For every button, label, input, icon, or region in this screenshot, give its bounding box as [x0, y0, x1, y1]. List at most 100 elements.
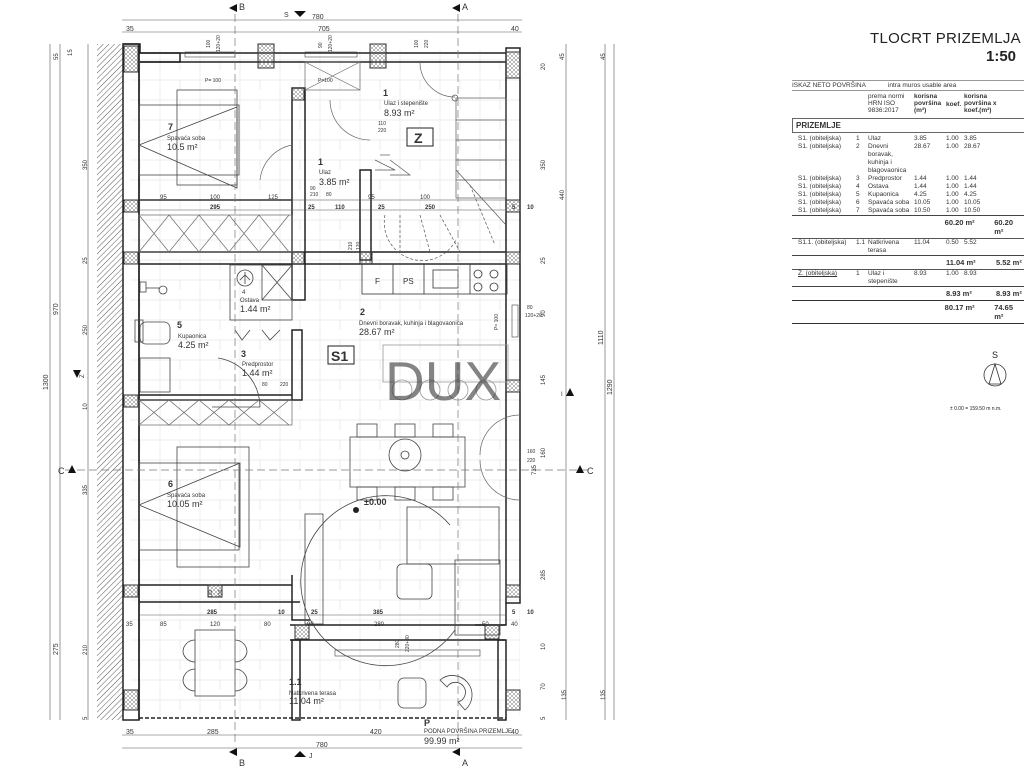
svg-text:40: 40: [511, 622, 518, 628]
svg-text:Kupaonica: Kupaonica: [178, 334, 207, 340]
north-label: S: [991, 350, 998, 360]
col-area-coef-line1: korisna: [964, 93, 988, 100]
dim-left-15: 15: [68, 49, 74, 56]
dims-internal-row2: 285 10 25 385 5 10: [207, 610, 534, 616]
dim-right-145: 145: [541, 374, 547, 385]
cell-result: 10.05: [964, 199, 981, 206]
svg-text:8.93 m²: 8.93 m²: [384, 108, 415, 118]
svg-text:100: 100: [206, 39, 212, 48]
section-lines: [65, 14, 590, 745]
watermark: DUX: [385, 350, 501, 412]
svg-text:10.5 m²: 10.5 m²: [167, 142, 198, 152]
svg-text:10: 10: [527, 205, 534, 211]
svg-text:S1: S1: [331, 348, 348, 364]
svg-text:PODNA POVRŠINA PRIZEMLJE: PODNA POVRŠINA PRIZEMLJE: [424, 728, 512, 735]
cell-no: 4: [856, 183, 860, 190]
svg-text:210: 210: [310, 192, 319, 198]
svg-text:±0.00: ±0.00: [364, 497, 386, 507]
dim-right-160: 160: [541, 447, 547, 458]
cell-result: 4.25: [964, 191, 977, 198]
floor-plan-drawing: B A B A C C S J Z I Z S1 F PS 7 Spavaća …: [43, 2, 615, 768]
cell-coef: 1.00: [946, 183, 959, 190]
wardrobe-units: [138, 61, 361, 426]
svg-text:80: 80: [326, 192, 332, 198]
cell-area: 8.93: [914, 270, 927, 277]
svg-text:210: 210: [348, 241, 354, 250]
dim-top-total: 780: [312, 14, 324, 21]
svg-text:85: 85: [160, 622, 167, 628]
cell-area: 10.05: [914, 199, 931, 206]
dim-left-350: 350: [83, 159, 89, 170]
cell-coef: 1.00: [946, 143, 959, 150]
svg-text:Z: Z: [414, 130, 423, 146]
cell-no: 1: [856, 135, 860, 142]
dim-left-lower: 275: [53, 643, 60, 655]
cell-coef: 1.00: [946, 207, 959, 214]
cell-unit: S1. (obiteljska): [798, 199, 841, 206]
dim-right-440: 440: [560, 189, 566, 200]
dim-top-left: 35: [126, 26, 134, 33]
dim-top-right: 40: [511, 26, 519, 33]
svg-text:6: 6: [168, 479, 173, 489]
area-table-heading: ISKAZ NETO POVRŠINA intra muros usable a…: [792, 80, 1024, 91]
ostava-fixtures: [229, 264, 293, 341]
dim-left-25: 25: [83, 257, 89, 264]
neighbour-wall-hatch: [97, 44, 123, 720]
svg-text:Predprostor: Predprostor: [242, 362, 273, 368]
north-arrow: S: [965, 350, 1024, 390]
dim-right-5: 5: [541, 716, 547, 720]
bathroom-fixtures: [134, 281, 261, 408]
dim-left-total: 1300: [43, 374, 50, 390]
north-arrow-icon: [983, 362, 1007, 387]
window-dims: 100 120+20 90 120+20 100 220: [206, 35, 430, 52]
dims-internal-row1: 95 100 125 95 100: [160, 195, 431, 201]
svg-text:220: 220: [527, 458, 536, 464]
svg-text:120: 120: [208, 589, 214, 598]
svg-text:280: 280: [395, 639, 401, 648]
cell-unit: S1.1. (obiteljska): [798, 239, 847, 246]
svg-text:7: 7: [168, 122, 173, 132]
cell-area: 28.67: [914, 143, 931, 150]
columns: [123, 43, 521, 711]
cell-name: Spavaća soba: [868, 207, 910, 214]
cell-name: Ulaz: [868, 135, 882, 142]
bed-room-7: [137, 89, 240, 189]
section-label-b-bottom: B: [239, 758, 245, 768]
cell-name: Dnevni boravak, kuhinja i blagovaonica: [868, 143, 907, 174]
dimension-lines: [49, 19, 615, 749]
svg-text:25: 25: [308, 205, 315, 211]
drawing-title: TLOCRT PRIZEMLJA: [870, 30, 1021, 47]
cell-result: 28.67: [964, 143, 981, 150]
room-label-1: 1 Ulaz 3.85 m²: [318, 157, 350, 187]
fridge-label: F: [375, 277, 380, 286]
cell-result: 1.44: [964, 175, 977, 182]
svg-text:50: 50: [482, 622, 489, 628]
svg-text:4.25 m²: 4.25 m²: [178, 340, 209, 350]
svg-text:10: 10: [527, 610, 534, 616]
svg-text:P: P: [424, 718, 430, 728]
dim-right-10: 10: [541, 643, 547, 650]
table-section-prizemlje: PRIZEMLJE: [792, 118, 1024, 133]
windows: [184, 51, 519, 657]
cell-area: 1.44: [914, 183, 927, 190]
dim-right-45b: 45: [601, 53, 607, 60]
svg-text:5: 5: [512, 610, 516, 616]
col-coef: koef.: [946, 101, 962, 108]
room-label-5: 5 Kupaonica 4.25 m²: [177, 320, 209, 350]
svg-text:120: 120: [356, 241, 362, 250]
cell-coef: 0.50: [946, 239, 959, 246]
cell-result: 1.44: [964, 183, 977, 190]
svg-text:35: 35: [126, 622, 133, 628]
svg-text:11.04 m²: 11.04 m²: [289, 696, 324, 706]
svg-text:90: 90: [310, 186, 316, 192]
room-label-4: 4 Ostava 1.44 m²: [240, 290, 271, 314]
svg-text:220: 220: [378, 128, 387, 134]
cell-area: 11.04: [914, 239, 930, 246]
